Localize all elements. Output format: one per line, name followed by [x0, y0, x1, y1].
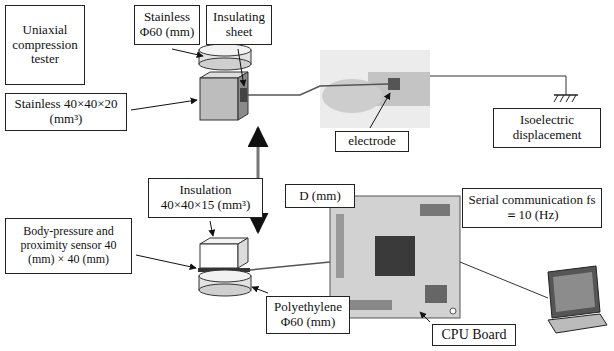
box-text: Insulation 40×40×15 (mm³): [153, 183, 258, 213]
box-text: Isoelectric displacement: [498, 113, 596, 143]
box-text: Uniaxial compression tester: [10, 23, 80, 68]
ground-hatch: [560, 95, 564, 102]
serial-line: [460, 262, 548, 298]
cylinder-top: [199, 44, 251, 56]
block-front: [200, 78, 238, 120]
connector: [420, 204, 450, 216]
callout-box: Serial communication fs＝10 (Hz): [462, 188, 602, 228]
sensor-wire: [250, 262, 330, 270]
callout-box: Insulating sheet: [206, 5, 272, 45]
box-text: Serial communication fs＝10 (Hz): [467, 193, 597, 223]
leader-arrow: [252, 287, 268, 293]
callout-box: Isoelectric displacement: [493, 108, 601, 148]
box-text: Stainless Φ60 (mm): [139, 10, 195, 40]
cpu-chip: [375, 236, 415, 276]
leader-arrow: [210, 221, 213, 236]
insulation-side: [238, 238, 248, 268]
cylinder-bottom: [199, 284, 251, 296]
dimension-box: D (mm): [285, 184, 355, 208]
ground-hatch: [572, 95, 576, 102]
leader-arrow: [420, 312, 430, 322]
ground-wire: [430, 76, 566, 95]
title-box: Uniaxial compression tester: [5, 5, 85, 85]
box-text: electrode: [340, 134, 404, 149]
leader-arrow: [136, 255, 196, 268]
component: [425, 285, 447, 303]
laptop-base: [548, 314, 607, 333]
laptop-icon: [548, 266, 607, 333]
upper-apparatus: [199, 44, 251, 120]
electrode-wire: [247, 84, 388, 95]
box-text: Insulating sheet: [211, 10, 267, 40]
cylinder-bottom: [199, 58, 251, 70]
connector: [348, 300, 392, 310]
pin-header: [336, 214, 344, 278]
photo-ground: [320, 50, 430, 128]
box-text: Stainless 40×40×20 (mm³): [10, 97, 122, 127]
leader-arrow: [370, 93, 390, 128]
callout-box: Stainless Φ60 (mm): [134, 5, 200, 45]
laptop-screen: [548, 266, 600, 318]
leader-arrow: [238, 49, 244, 86]
box-text: CPU Board: [437, 327, 511, 343]
lower-apparatus: [198, 238, 251, 296]
mount-hole: [450, 308, 456, 314]
ground-hatch: [554, 95, 558, 102]
callout-box: Stainless 40×40×20 (mm³): [5, 93, 127, 131]
insulating-sheet: [240, 88, 247, 102]
ground-symbol: [554, 95, 578, 102]
callout-box: CPU Board: [432, 324, 516, 346]
callout-box: Polyethylene Φ60 (mm): [266, 296, 350, 334]
electrode-pad: [388, 78, 400, 90]
hand-photo: [320, 50, 430, 128]
leader-arrow: [172, 49, 203, 56]
callout-box: electrode: [335, 131, 409, 152]
ground-hatch: [566, 95, 570, 102]
callout-box: Body-pressure and proximity sensor 40 (m…: [5, 218, 132, 274]
insulation-front: [200, 244, 238, 268]
callout-box: Insulation 40×40×15 (mm³): [148, 178, 263, 218]
cylinder-top: [199, 270, 251, 282]
box-text: D (mm): [290, 189, 350, 204]
laptop-display: [553, 272, 595, 312]
leader-arrow: [131, 100, 197, 110]
box-text: Polyethylene Φ60 (mm): [271, 300, 345, 330]
box-text: Body-pressure and proximity sensor 40 (m…: [10, 225, 127, 266]
